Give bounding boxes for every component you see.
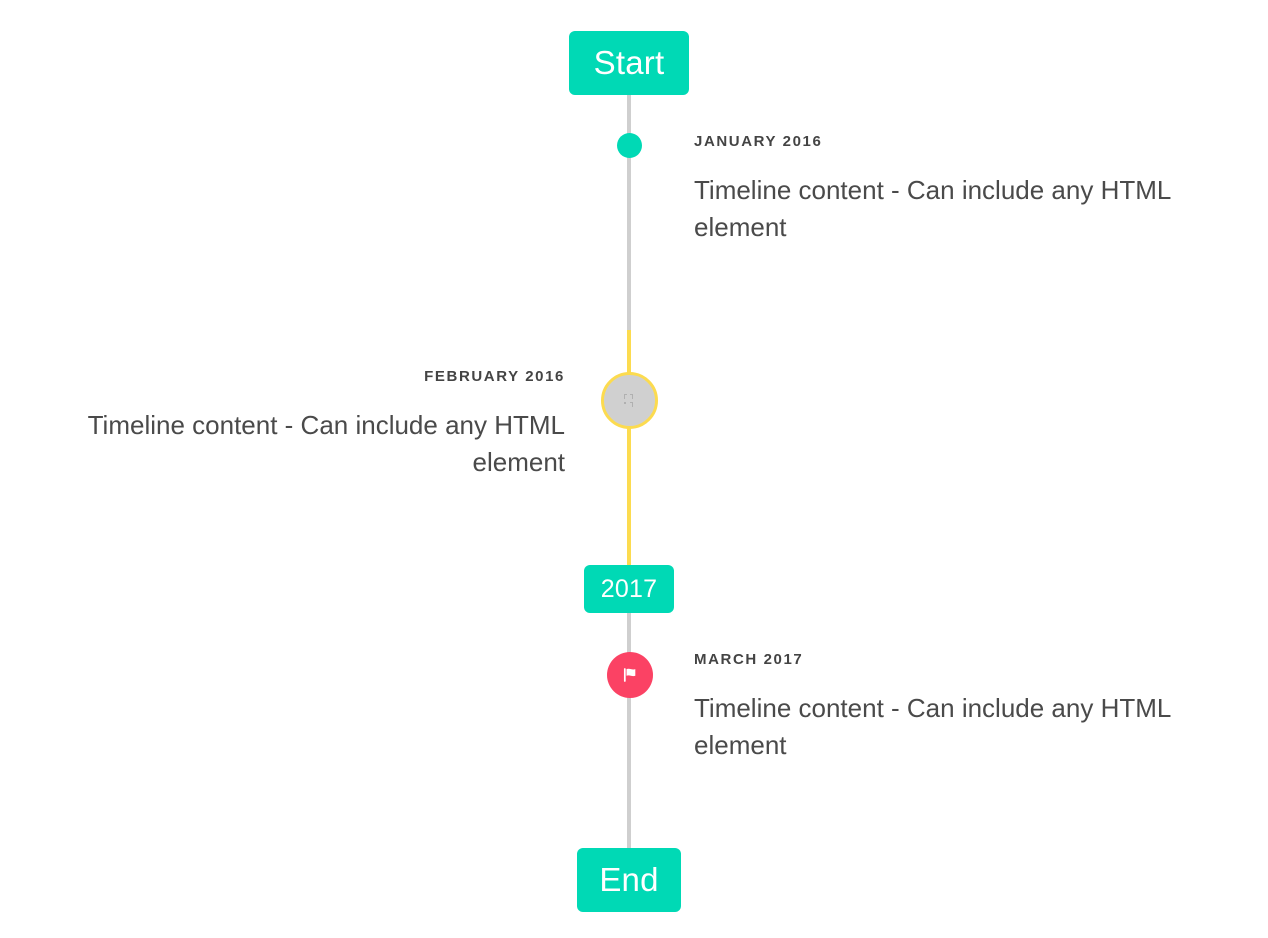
- timeline-entry-date: FEBRUARY 2016: [424, 368, 565, 385]
- broken-image-icon: [621, 393, 639, 409]
- timeline-marker-dot-icon[interactable]: [617, 133, 642, 158]
- timeline-year-badge[interactable]: 2017: [584, 565, 674, 613]
- timeline-entry-date: MARCH 2017: [694, 651, 804, 668]
- timeline-start-badge[interactable]: Start: [569, 31, 689, 95]
- timeline-entry-body: Timeline content - Can include any HTML …: [694, 175, 1171, 242]
- timeline-entry-february: FEBRUARY 2016 Timeline content - Can inc…: [40, 368, 565, 481]
- timeline-end-badge[interactable]: End: [577, 848, 681, 912]
- timeline-rail-bottom: [627, 612, 631, 858]
- timeline-entry-body: Timeline content - Can include any HTML …: [694, 693, 1171, 760]
- timeline-rail-top: [627, 92, 631, 332]
- timeline-entry-january: JANUARY 2016 Timeline content - Can incl…: [694, 133, 1224, 246]
- timeline-rail-highlighted: [627, 330, 631, 570]
- timeline-marker-image-placeholder[interactable]: [601, 372, 658, 429]
- timeline-marker-flag[interactable]: [607, 652, 653, 698]
- timeline-entry-march: MARCH 2017 Timeline content - Can includ…: [694, 651, 1224, 764]
- timeline-entry-body: Timeline content - Can include any HTML …: [87, 410, 565, 477]
- timeline-entry-date: JANUARY 2016: [694, 133, 823, 150]
- flag-icon: [619, 664, 641, 686]
